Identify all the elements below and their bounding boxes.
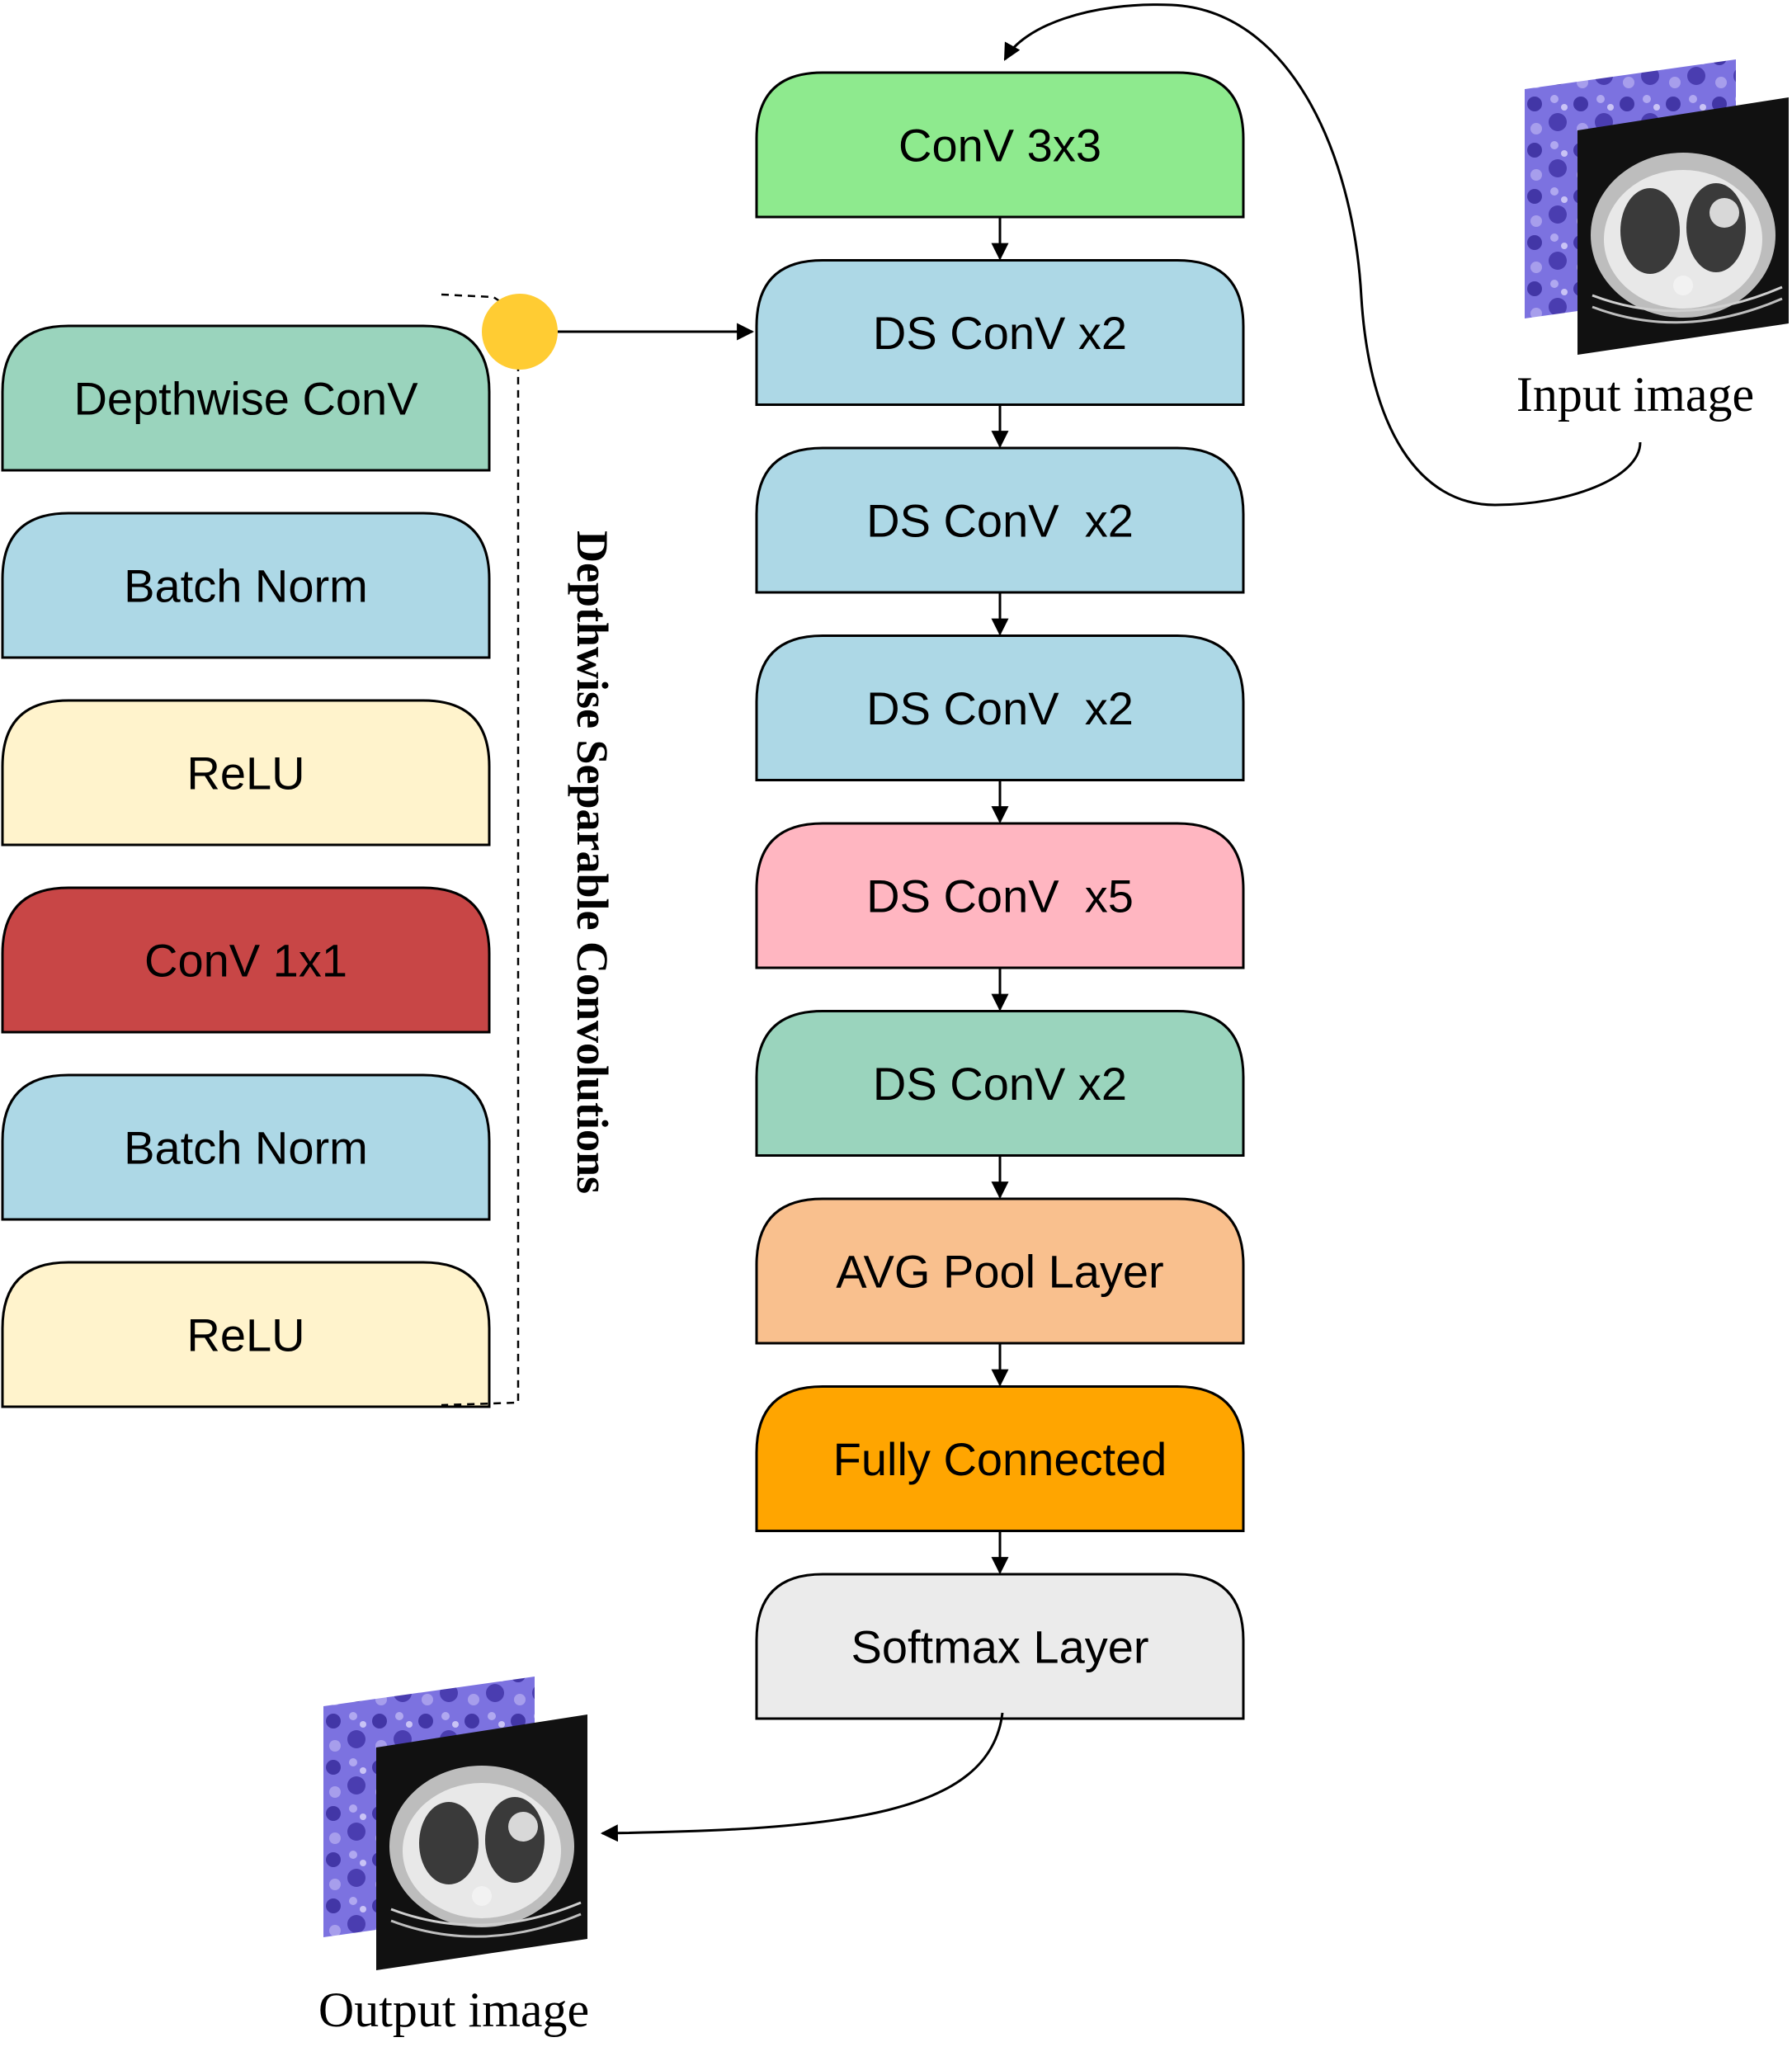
input-flow-arrow	[1003, 3, 1642, 507]
block-label: Batch Norm	[124, 560, 368, 612]
block-label: DS ConV x2	[873, 1058, 1127, 1110]
block-ds3: DS ConV x2	[755, 634, 1245, 781]
output-label: Output image	[318, 1983, 589, 2037]
block-ds5: DS ConV x2	[755, 1010, 1245, 1157]
block-bn2: Batch Norm	[1, 1073, 491, 1221]
block-shape	[755, 634, 1245, 781]
block-label: AVG Pool Layer	[836, 1246, 1163, 1298]
block-avgpool: AVG Pool Layer	[755, 1197, 1245, 1345]
output-flow-arrow	[600, 1712, 1004, 1842]
block-label: ConV 1x1	[144, 935, 347, 987]
block-ds4: DS ConV x5	[755, 822, 1245, 969]
output-image-icon	[323, 1677, 587, 1970]
block-relu2: ReLU	[1, 1261, 491, 1408]
main-pipeline: ConV 3x3 DS ConV x2 DS ConV x2 DS ConV x2 DS…	[755, 71, 1245, 1720]
block-label: DS ConV x2	[873, 307, 1127, 359]
block-shape	[755, 446, 1245, 594]
block-label: Fully Connected	[833, 1433, 1167, 1485]
block-fc: Fully Connected	[755, 1385, 1245, 1532]
block-shape	[1, 1073, 491, 1221]
block-shape	[755, 822, 1245, 969]
block-shape	[1, 699, 491, 847]
block-shape	[1, 512, 491, 659]
block-shape	[755, 71, 1245, 219]
block-relu1: ReLU	[1, 699, 491, 847]
block-label: ReLU	[186, 1309, 304, 1361]
block-shape	[755, 259, 1245, 406]
block-label: ConV 3x3	[898, 120, 1101, 172]
block-label: DS ConV x2	[866, 495, 1134, 547]
block-label: Batch Norm	[124, 1122, 368, 1174]
block-label: ReLU	[186, 748, 304, 799]
block-shape	[755, 1197, 1245, 1345]
block-shape	[755, 1010, 1245, 1157]
connector	[482, 294, 755, 370]
block-ds1: DS ConV x2	[755, 259, 1245, 406]
block-softmax: Softmax Layer	[755, 1573, 1245, 1720]
block-depthwise: Depthwise ConV	[1, 324, 491, 472]
block-bn1: Batch Norm	[1, 512, 491, 659]
block-shape	[755, 1573, 1245, 1720]
block-label: Softmax Layer	[851, 1621, 1148, 1673]
input-image-icon	[1525, 59, 1789, 355]
block-label: DS ConV x5	[866, 870, 1134, 922]
block-label: Depthwise ConV	[73, 373, 418, 425]
connector-dot	[482, 294, 558, 370]
bracket-label: Depthwise Separable Convolutions	[568, 531, 617, 1194]
block-shape	[1, 324, 491, 472]
block-shape	[1, 1261, 491, 1408]
block-shape	[1, 886, 491, 1034]
block-conv3x3: ConV 3x3	[755, 71, 1245, 219]
block-label: DS ConV x2	[866, 682, 1134, 734]
block-conv1x1: ConV 1x1	[1, 886, 491, 1034]
block-ds2: DS ConV x2	[755, 446, 1245, 594]
input-label: Input image	[1516, 367, 1754, 422]
block-shape	[755, 1385, 1245, 1532]
